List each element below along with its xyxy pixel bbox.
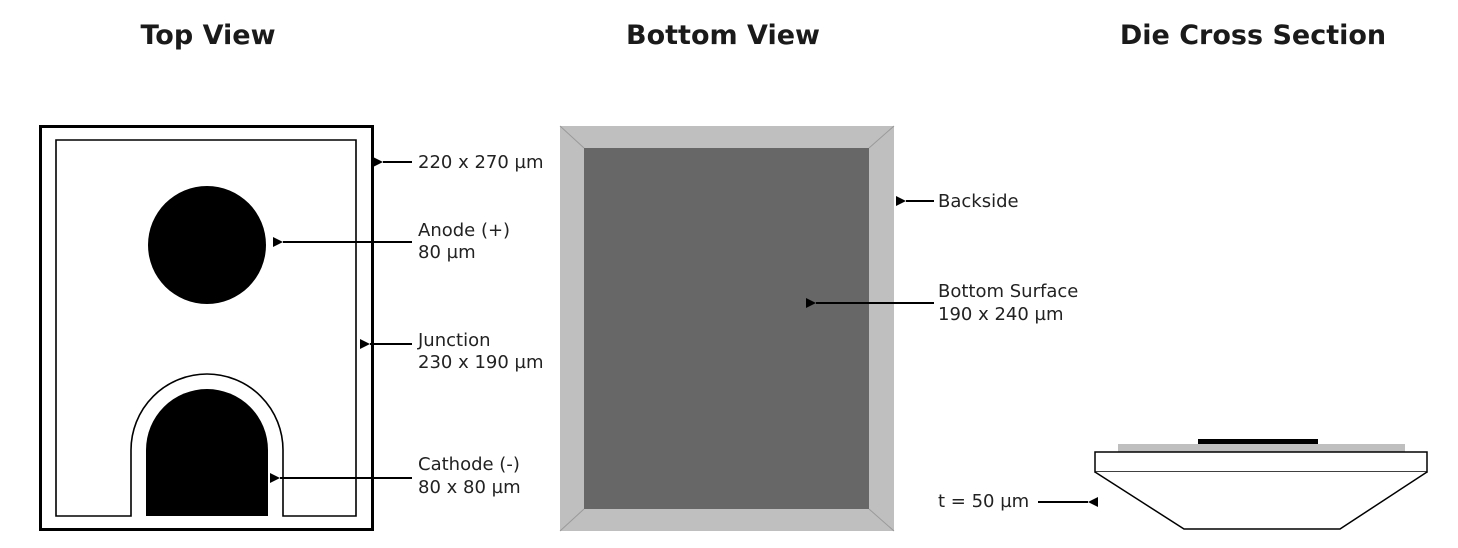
- bottom-surface: [584, 148, 869, 509]
- bottom-surface-size-label: 190 x 240 µm: [938, 304, 1064, 325]
- die-top-slab: [1094, 451, 1428, 473]
- backside-label: Backside: [938, 191, 1019, 212]
- pad-layer: [1198, 439, 1318, 444]
- bottom-view: Backside Bottom Surface 190 x 240 µm: [559, 125, 1078, 532]
- junction-layer: [1118, 444, 1405, 452]
- bottom-surface-label: Bottom Surface: [938, 281, 1078, 302]
- anode-size-label: 80 µm: [418, 242, 476, 263]
- top-view: 220 x 270 µm Anode (+) 80 µm Junction 23…: [39, 125, 544, 531]
- anode-label: Anode (+): [418, 220, 510, 241]
- junction-label: Junction: [417, 330, 491, 351]
- die-size-label: 220 x 270 µm: [418, 152, 544, 173]
- top-view-title: Top View: [140, 20, 275, 51]
- cathode-pad: [146, 389, 268, 516]
- anode-pad: [148, 186, 266, 304]
- thickness-label: t = 50 µm: [938, 491, 1029, 512]
- cross-section: t = 50 µm: [938, 439, 1428, 530]
- bottom-view-title: Bottom View: [626, 20, 820, 51]
- cross-section-title: Die Cross Section: [1120, 20, 1386, 51]
- cathode-size-label: 80 x 80 µm: [418, 477, 521, 498]
- cathode-label: Cathode (-): [418, 454, 520, 475]
- junction-outline: [55, 139, 357, 517]
- die-bevel: [1094, 471, 1428, 530]
- junction-size-label: 230 x 190 µm: [418, 352, 544, 373]
